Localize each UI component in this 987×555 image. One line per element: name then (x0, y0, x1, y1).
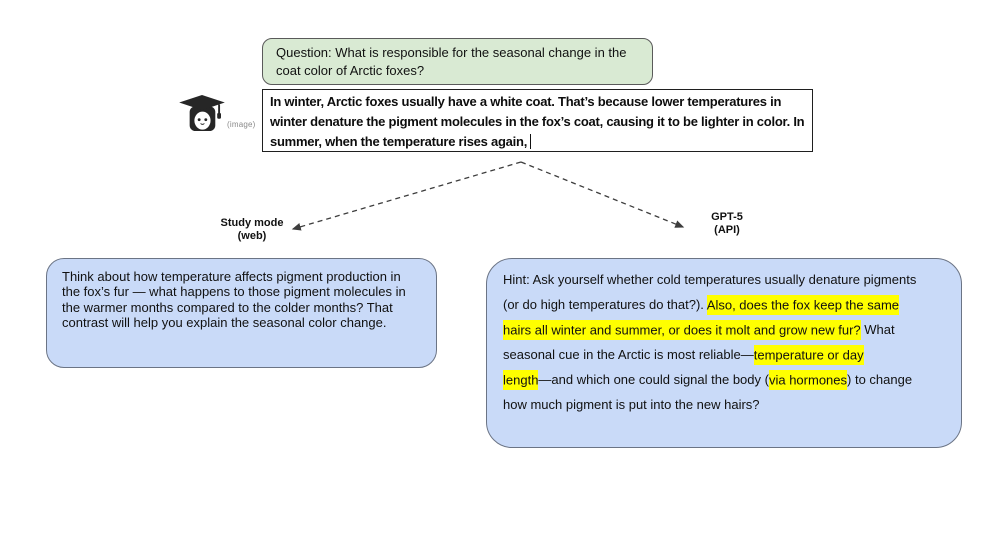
highlighted-text: temperature or day (753, 344, 864, 365)
gpt5-label-line2: (API) (714, 224, 740, 236)
arrow-to-study-mode (291, 161, 522, 231)
gpt5-response-bubble: Hint: Ask yourself whether cold temperat… (486, 258, 962, 448)
hint-text: Hint: Ask yourself whether cold temperat… (503, 272, 917, 287)
hint-text-line: hairs all winter and summer, or does it … (503, 317, 945, 342)
question-text: Question: What is responsible for the se… (276, 45, 627, 78)
typed-text-line: In winter, Arctic foxes usually have a w… (270, 94, 782, 109)
hint-text-line: (or do high temperatures do that?). Also… (503, 292, 945, 317)
highlighted-text: hairs all winter and summer, or does it … (503, 319, 861, 340)
image-caption-label: (image) (227, 120, 256, 129)
hint-text: how much pigment is put into the new hai… (503, 397, 760, 412)
typed-text-line: winter denature the pigment molecules in… (270, 114, 805, 130)
hint-text: —and which one could signal the body ( (538, 372, 769, 387)
arrow-to-gpt5 (520, 161, 685, 228)
question-bubble: Question: What is responsible for the se… (262, 38, 653, 85)
branch-arrows (291, 161, 685, 231)
hint-text-line: seasonal cue in the Arctic is most relia… (503, 342, 945, 367)
study-mode-response-text: Think about how temperature affects pigm… (62, 269, 406, 331)
hint-text: (or do high temperatures do that?). (503, 297, 707, 312)
student-graduate-icon (178, 94, 226, 132)
hint-text: What (860, 322, 895, 337)
hint-text: seasonal cue in the Arctic is most relia… (503, 347, 754, 362)
gpt5-label-line1: GPT-5 (711, 211, 743, 223)
hint-text-line: Hint: Ask yourself whether cold temperat… (503, 267, 945, 292)
highlighted-text: length (503, 369, 539, 390)
typed-text-line: summer, when the temperature rises again… (270, 132, 805, 151)
typed-answer-box[interactable]: In winter, Arctic foxes usually have a w… (262, 89, 813, 152)
hint-text: ) to change (847, 372, 913, 387)
hint-text-line: how much pigment is put into the new hai… (503, 392, 945, 417)
study-mode-label: Study mode (web) (192, 217, 312, 243)
study-mode-label-line2: (web) (237, 230, 267, 242)
hint-text-line: length—and which one could signal the bo… (503, 367, 945, 392)
gpt5-label: GPT-5 (API) (667, 211, 787, 237)
study-mode-response-bubble: Think about how temperature affects pigm… (46, 258, 437, 368)
student-graduate-icon-svg (179, 94, 225, 132)
study-mode-label-line1: Study mode (220, 217, 284, 229)
highlighted-text: via hormones (768, 369, 848, 390)
highlighted-text: Also, does the fox keep the same (706, 294, 900, 315)
text-cursor (530, 134, 532, 150)
